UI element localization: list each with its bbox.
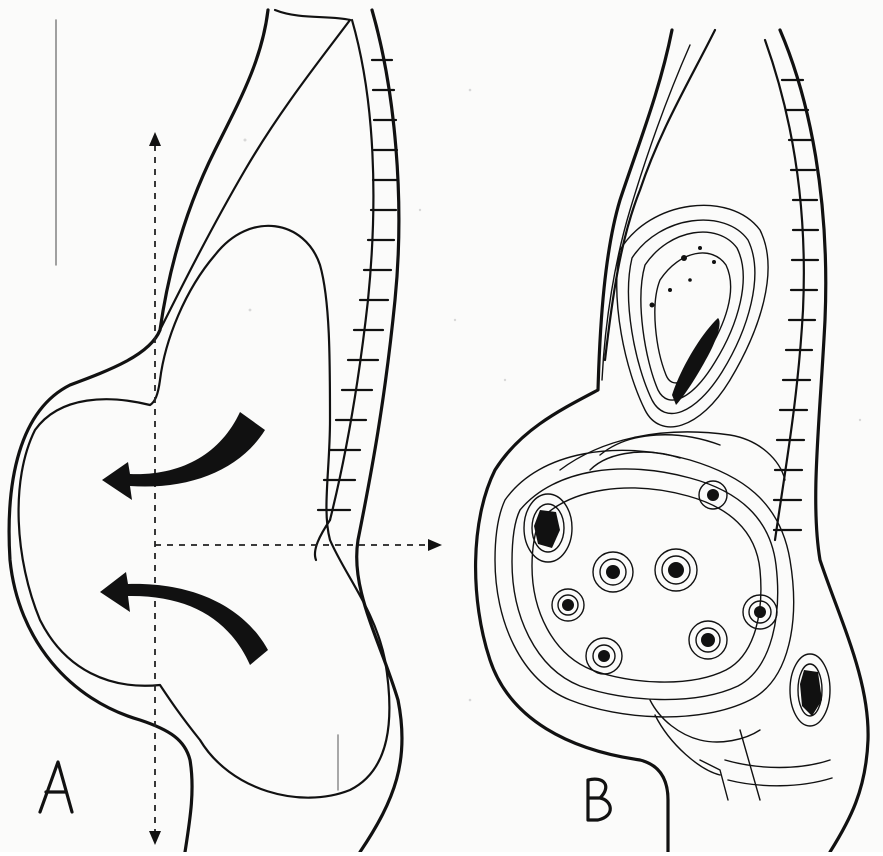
nodule-core (754, 606, 766, 618)
nodules (524, 481, 830, 726)
nodule-core (562, 599, 574, 611)
nodule-core (534, 510, 560, 548)
spinal-outline-outer (357, 10, 402, 852)
curved-arrow-lower (100, 572, 268, 665)
axis-arrowhead-bottom (149, 831, 161, 845)
panel-label-a (40, 762, 72, 812)
top-contour-a (275, 10, 350, 20)
panel-label-b (588, 779, 610, 820)
nodule-core (668, 562, 684, 578)
curved-arrow-upper (102, 412, 265, 500)
panel-a (9, 10, 442, 852)
lower-structures (650, 700, 832, 800)
body-outline-b (476, 30, 672, 852)
nodule-core (701, 633, 715, 647)
axis-arrowhead-right (428, 539, 442, 551)
nodule-core (707, 489, 719, 501)
axis-arrowhead-top (149, 132, 161, 146)
lower-body-contours (495, 432, 794, 717)
upper-mass-contours (617, 205, 768, 427)
inner-lobe (19, 226, 390, 798)
nodule-core (598, 650, 610, 662)
nodule-core (606, 565, 620, 579)
speckles (650, 246, 717, 308)
dark-elongated-mass (672, 318, 720, 405)
vertebrae-segments-b (774, 80, 818, 530)
panel-b (476, 30, 869, 852)
